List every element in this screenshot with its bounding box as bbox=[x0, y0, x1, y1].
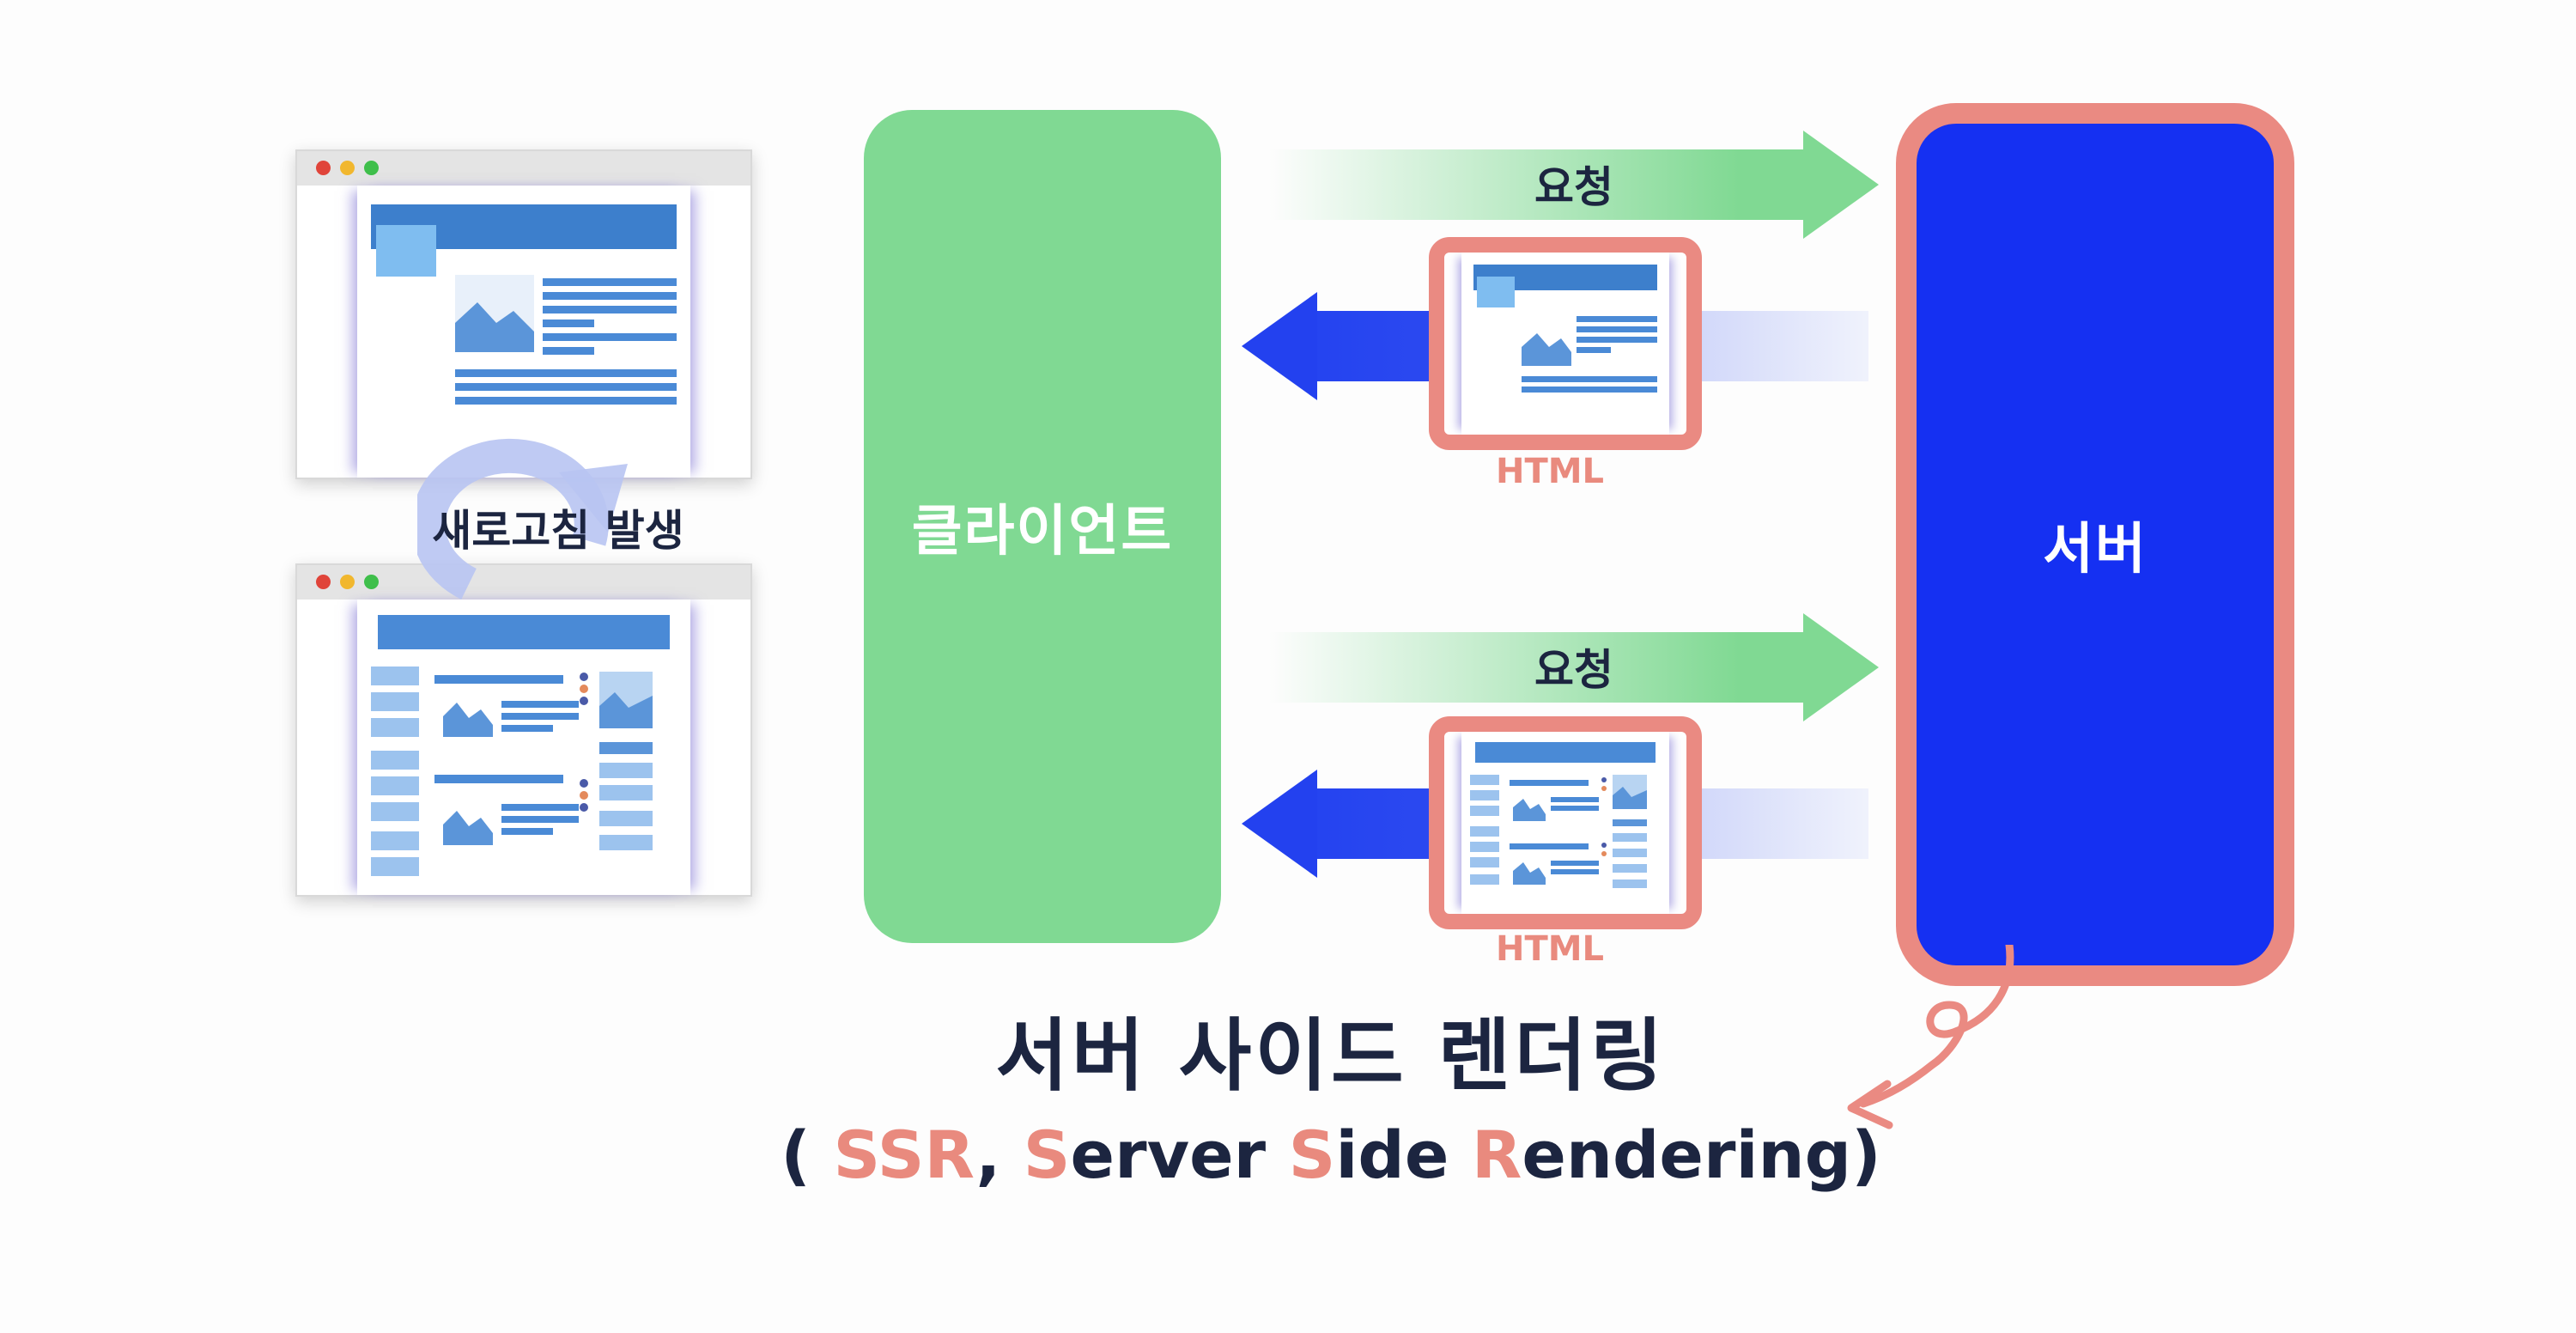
server-label: 서버 bbox=[2043, 518, 2148, 581]
refresh-label: 새로고침 발생 bbox=[432, 506, 684, 556]
diagram-title: 서버 사이드 렌더링 bbox=[995, 1010, 1667, 1102]
browser-title-bar bbox=[297, 565, 750, 600]
request-arrow-2: 요청 bbox=[1269, 613, 1879, 721]
html-label-2: HTML bbox=[1495, 929, 1605, 969]
request-arrow-head-icon bbox=[1803, 131, 1879, 239]
client-box: 클라이언트 bbox=[864, 110, 1221, 943]
close-dot-icon bbox=[316, 575, 331, 589]
subtitle-word1-rest: erver bbox=[1070, 1117, 1289, 1193]
response-arrow-head-icon bbox=[1242, 770, 1317, 878]
subtitle-word1-initial: S bbox=[1023, 1117, 1071, 1193]
curly-pointer-arrow-icon bbox=[1847, 945, 2014, 1129]
request-arrow-band bbox=[1269, 149, 1822, 220]
request-arrow-head-icon bbox=[1803, 613, 1879, 721]
browser-page-content bbox=[357, 600, 690, 895]
browser-window-before-refresh bbox=[295, 149, 752, 479]
subtitle-close-paren: ) bbox=[1851, 1117, 1881, 1193]
html-label-1: HTML bbox=[1495, 452, 1605, 491]
html-document-2 bbox=[1429, 716, 1702, 929]
html-document-page bbox=[1461, 732, 1669, 914]
browser-page-content bbox=[357, 186, 690, 478]
minimize-dot-icon bbox=[340, 161, 355, 175]
subtitle-open-paren: ( bbox=[781, 1117, 834, 1193]
html-document-page bbox=[1461, 253, 1669, 435]
subtitle-word2-initial: S bbox=[1288, 1117, 1336, 1193]
html-document-1 bbox=[1429, 237, 1702, 450]
request-label: 요청 bbox=[1534, 162, 1613, 212]
server-box: 서버 bbox=[1896, 103, 2294, 986]
client-label: 클라이언트 bbox=[911, 500, 1174, 563]
diagram-subtitle: ( SSR, Server Side Rendering) bbox=[601, 1117, 2061, 1193]
subtitle-word3-rest: endering bbox=[1522, 1117, 1851, 1193]
browser-window-after-refresh bbox=[295, 563, 752, 897]
subtitle-word3-initial: R bbox=[1471, 1117, 1522, 1193]
complex-webpage-illustration bbox=[371, 615, 670, 876]
minimize-dot-icon bbox=[340, 575, 355, 589]
response-arrow-head-icon bbox=[1242, 292, 1317, 400]
request-label: 요청 bbox=[1534, 645, 1613, 695]
browser-title-bar bbox=[297, 151, 750, 186]
subtitle-abbreviation: SSR bbox=[833, 1117, 976, 1193]
request-arrow-band bbox=[1269, 632, 1822, 703]
subtitle-separator: , bbox=[975, 1117, 1024, 1193]
simple-webpage-illustration bbox=[371, 204, 677, 405]
maximize-dot-icon bbox=[364, 575, 379, 589]
complex-webpage-thumbnail bbox=[1470, 742, 1656, 888]
maximize-dot-icon bbox=[364, 161, 379, 175]
close-dot-icon bbox=[316, 161, 331, 175]
simple-webpage-thumbnail bbox=[1473, 265, 1657, 393]
request-arrow-1: 요청 bbox=[1269, 131, 1879, 239]
refresh-cycle-icon bbox=[417, 438, 628, 600]
subtitle-word2-rest: ide bbox=[1335, 1117, 1472, 1193]
